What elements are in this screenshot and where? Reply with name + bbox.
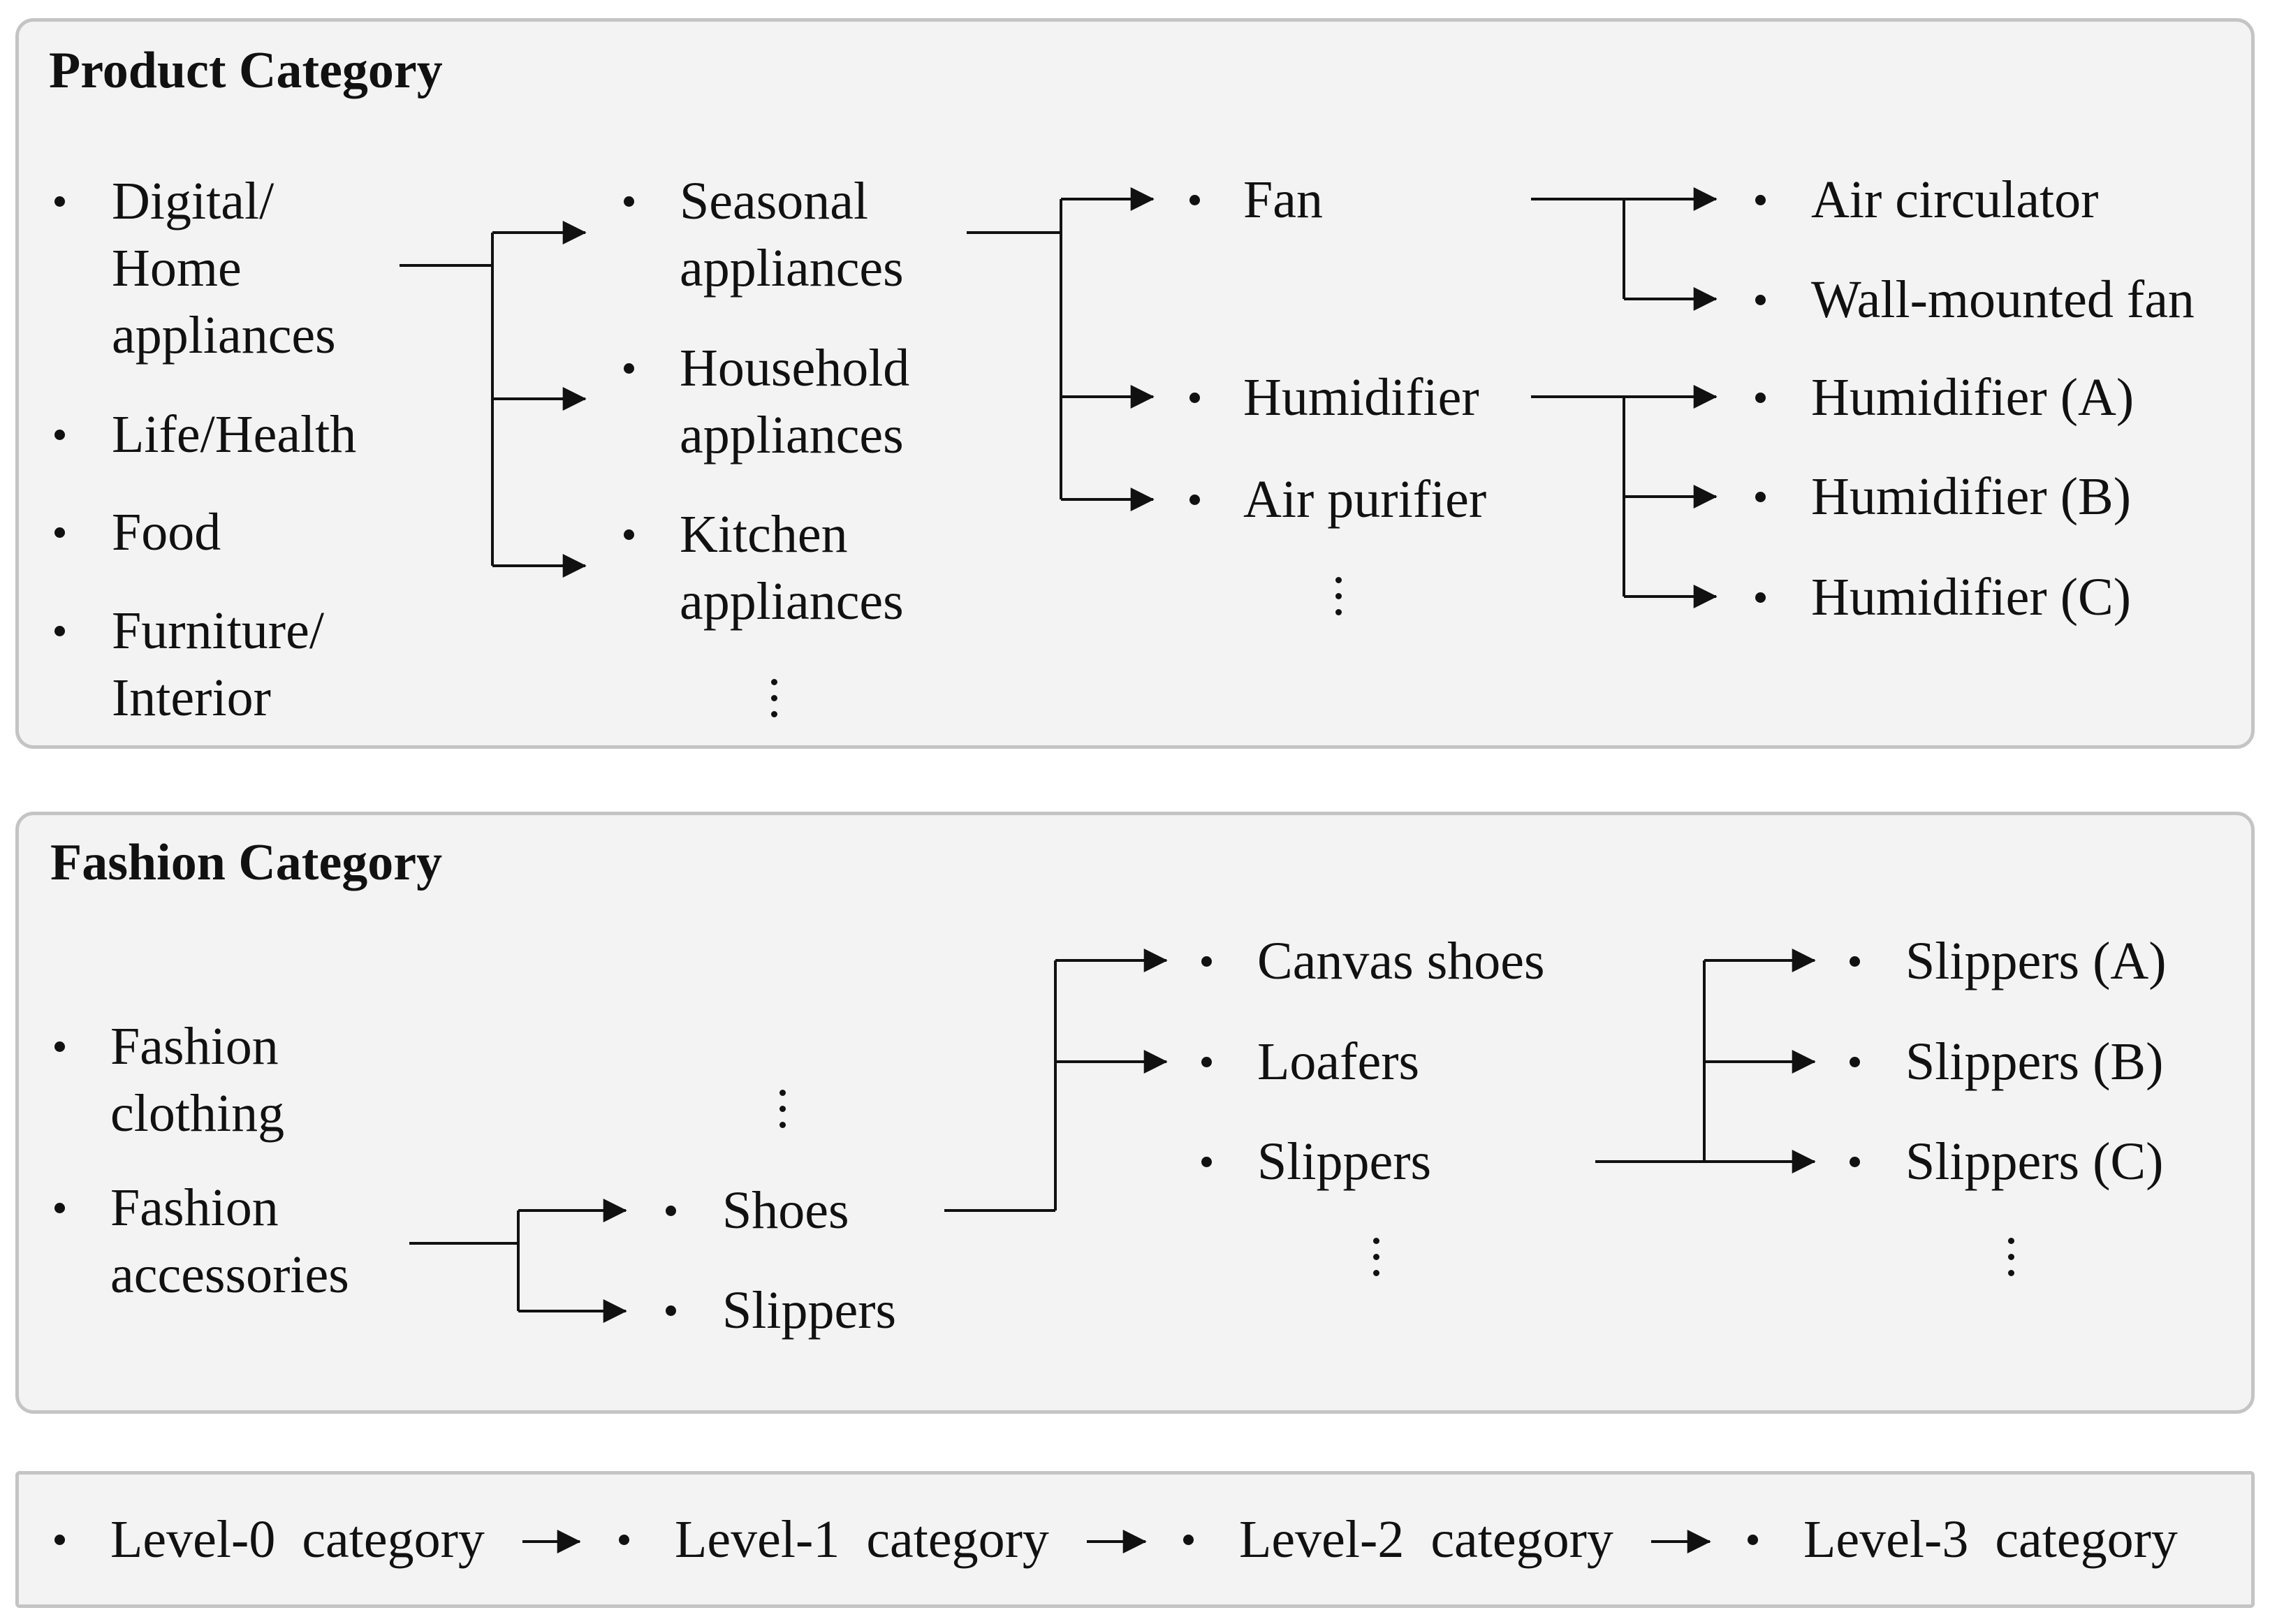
bullet xyxy=(1755,195,1766,205)
product-category-title: Product Category xyxy=(49,42,443,99)
product-l0-furniture-interior: Furniture/ Interior xyxy=(112,601,324,727)
product-l0-food: Food xyxy=(112,503,221,562)
fashion-l1-shoes: Shoes xyxy=(722,1181,849,1240)
product-l1-seasonal: Seasonal appliances xyxy=(680,172,904,298)
product-l0-life-health: Life/Health xyxy=(112,405,357,464)
bullet xyxy=(1755,295,1766,305)
bullet xyxy=(1755,492,1766,502)
product-l2-humidifier: Humidifier xyxy=(1243,368,1479,427)
product-l3-humidifier-c: Humidifier (C) xyxy=(1811,568,2132,627)
bullet xyxy=(1748,1535,1758,1545)
bullet xyxy=(1755,393,1766,403)
more-ellipsis xyxy=(1335,577,1344,625)
bullet xyxy=(666,1305,676,1316)
fashion-l1-slippers: Slippers xyxy=(722,1281,897,1340)
bullet xyxy=(624,196,634,207)
product-l3-humidifier-a: Humidifier (A) xyxy=(1811,368,2134,427)
bullet xyxy=(624,363,634,374)
legend-level-3: Level-3 category xyxy=(1803,1510,2178,1569)
bullet xyxy=(54,626,65,636)
bullet xyxy=(1201,956,1212,967)
product-l3-humidifier-b: Humidifier (B) xyxy=(1811,467,2132,526)
product-category-panel xyxy=(15,18,2255,749)
more-ellipsis xyxy=(771,679,779,727)
fashion-l3-slippers-b: Slippers (B) xyxy=(1905,1032,2164,1091)
bullet xyxy=(1201,1157,1212,1167)
product-l3-wall-mounted-fan: Wall-mounted fan xyxy=(1811,270,2195,329)
bullet xyxy=(54,1041,65,1052)
fashion-l0-accessories: Fashion accessories xyxy=(110,1178,349,1304)
fashion-l2-loafers: Loafers xyxy=(1257,1032,1420,1091)
bullet xyxy=(1201,1057,1212,1067)
product-l2-air-purifier: Air purifier xyxy=(1243,470,1487,529)
fashion-l2-canvas-shoes: Canvas shoes xyxy=(1257,932,1545,990)
bullet xyxy=(54,430,65,440)
bullet xyxy=(1755,592,1766,603)
bullet xyxy=(666,1206,676,1216)
bullet xyxy=(619,1535,629,1545)
product-l0-digital-home: Digital/ Home appliances xyxy=(112,172,336,365)
fashion-category-panel xyxy=(15,812,2255,1414)
bullet xyxy=(1850,1057,1860,1067)
bullet xyxy=(54,1203,65,1213)
fashion-category-title: Fashion Category xyxy=(50,834,443,891)
bullet xyxy=(1183,1535,1194,1545)
bullet xyxy=(1189,393,1200,403)
product-l2-fan: Fan xyxy=(1243,170,1323,229)
more-ellipsis xyxy=(779,1090,788,1138)
more-ellipsis xyxy=(2008,1238,2016,1286)
more-ellipsis xyxy=(1373,1238,1382,1286)
legend-level-2: Level-2 category xyxy=(1239,1510,1613,1569)
legend-level-0: Level-0 category xyxy=(110,1510,485,1569)
product-l1-household: Household appliances xyxy=(680,339,910,464)
fashion-l2-slippers: Slippers xyxy=(1257,1132,1432,1191)
bullet xyxy=(1850,956,1860,967)
bullet xyxy=(1189,495,1200,505)
bullet xyxy=(54,1535,65,1545)
bullet xyxy=(1189,195,1200,205)
bullet xyxy=(54,527,65,538)
fashion-l3-slippers-a: Slippers (A) xyxy=(1905,932,2167,990)
bullet xyxy=(1850,1157,1860,1167)
bullet xyxy=(624,529,634,540)
fashion-l3-slippers-c: Slippers (C) xyxy=(1905,1132,2164,1191)
fashion-l0-clothing: Fashion clothing xyxy=(110,1017,285,1143)
bullet xyxy=(54,196,65,207)
product-l3-air-circulator: Air circulator xyxy=(1811,170,2099,229)
legend-level-1: Level-1 category xyxy=(675,1510,1049,1569)
product-l1-kitchen: Kitchen appliances xyxy=(680,505,904,631)
